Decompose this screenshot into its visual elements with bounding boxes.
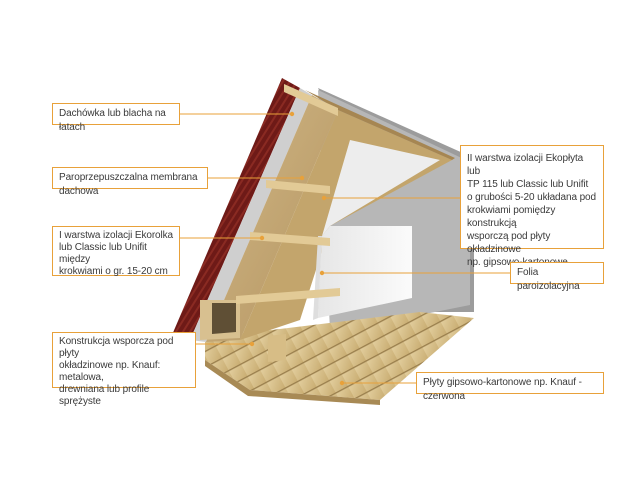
vapour-foil-edge: [313, 236, 322, 320]
beam-lower: [236, 288, 340, 304]
roof-tiles: [172, 78, 300, 340]
leader-dots: [249, 111, 345, 386]
eave-gap: [212, 303, 236, 334]
label-plasterboard: Płyty gipsowo-kartonowe np. Knauf - czer…: [416, 372, 604, 402]
floor-edge: [205, 360, 380, 405]
roof-membrane: [190, 88, 312, 342]
joist-front: [268, 334, 286, 362]
label-roof-tiles: Dachówka lub blacha na łatach: [52, 103, 180, 133]
leader-lines: [180, 113, 510, 384]
beam-ridge: [284, 84, 338, 116]
label-insulation-layer-2: II warstwa izolacji Ekopłyta lub TP 115 …: [460, 145, 604, 268]
plasterboard-ceiling: [322, 140, 440, 236]
plasterboard-wall: [318, 226, 412, 318]
label-roof-membrane: Paroprzepuszczalna membrana dachowa: [52, 167, 208, 197]
label-insulation-layer-1: I warstwa izolacji Ekorolka lub Classic …: [52, 226, 180, 277]
beam-middle: [250, 232, 330, 246]
insulation-layer-1: [206, 95, 338, 342]
insulation-layer-2-top: [305, 90, 455, 160]
floor-boards: [205, 312, 474, 400]
label-support-structure: Konstrukcja wsporcza pod płyty okładzino…: [52, 332, 196, 407]
label-vapour-foil: Folia paroizolacyjna: [510, 262, 604, 292]
beam-upper: [266, 180, 330, 194]
